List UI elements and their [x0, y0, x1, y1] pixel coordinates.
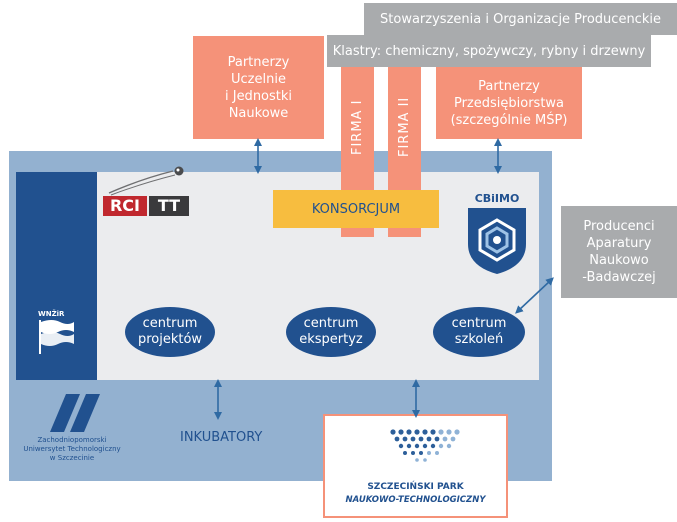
- center-training: centrum szkoleń: [433, 307, 525, 357]
- incubators-label: INKUBATORY: [180, 430, 263, 445]
- wnzir-strip: WNŽiR: [16, 172, 97, 380]
- dots-pattern-icon: [390, 429, 460, 462]
- producers-box: Producenci Aparatury Naukowo -Badawczej: [561, 206, 677, 298]
- clusters-label: Klastry: chemiczny, spożywczy, rybny i d…: [332, 43, 646, 59]
- enterprises-line-2: Przedsiębiorstwa: [453, 95, 565, 111]
- science-park-box: SZCZECIŃSKI PARK NAUKOWO-TECHNOLOGICZNY: [323, 414, 508, 518]
- center-projects-line-2: projektów: [137, 332, 203, 347]
- wnzir-flag-icon: [39, 320, 74, 354]
- arrow-producers: [515, 277, 554, 314]
- center-expertise-line-1: centrum: [303, 316, 359, 331]
- producers-line-4: -Badawczej: [582, 270, 656, 285]
- universities-line-3: i Jednostki: [224, 88, 293, 104]
- swoosh-icon: [108, 166, 184, 196]
- tt-text: TT: [149, 196, 189, 216]
- cbimo-label: CBiIMO: [474, 192, 520, 205]
- cbimo-logo: CBiIMO: [460, 192, 534, 278]
- center-projects: centrum projektów: [125, 307, 215, 357]
- center-expertise: centrum ekspertyz: [286, 307, 376, 357]
- center-training-line-2: szkoleń: [454, 332, 504, 347]
- center-training-line-1: centrum: [451, 316, 507, 331]
- rci-left-label: RCI: [109, 196, 140, 215]
- rci-text: RCI: [103, 196, 147, 216]
- center-expertise-line-2: ekspertyz: [299, 332, 363, 347]
- partners-universities-box: Partnerzy Uczelnie i Jednostki Naukowe: [193, 36, 324, 139]
- producers-line-3: Naukowo: [589, 253, 649, 268]
- producers-line-1: Producenci: [583, 219, 655, 234]
- zut-logo: Zachodniopomorski Uniwersytet Technologi…: [12, 392, 132, 470]
- zut-line-2: Uniwersytet Technologiczny: [23, 445, 121, 453]
- associations-label: Stowarzyszenia i Organizacje Producencki…: [380, 11, 661, 27]
- center-projects-line-1: centrum: [142, 316, 198, 331]
- consortium-bar: KONSORCJUM: [273, 190, 439, 228]
- molecule-shield-icon: [468, 208, 526, 274]
- zut-mark-icon: [50, 394, 100, 432]
- zut-line-1: Zachodniopomorski: [37, 436, 107, 444]
- zut-text: Zachodniopomorski Uniwersytet Technologi…: [12, 436, 132, 463]
- rci-right-label: TT: [157, 196, 181, 215]
- enterprises-line-1: Partnerzy: [478, 78, 540, 94]
- universities-line-2: Uczelnie: [231, 71, 286, 87]
- park-line-2: NAUKOWO-TECHNOLOGICZNY: [345, 495, 486, 505]
- zut-line-3: w Szczecinie: [49, 454, 95, 462]
- universities-line-1: Partnerzy: [227, 54, 290, 70]
- rci-tt-logo: RCI TT: [101, 165, 191, 217]
- producers-line-2: Aparatury: [586, 236, 652, 251]
- wnzir-label: WNŽiR: [38, 310, 65, 318]
- consortium-label: KONSORCJUM: [311, 201, 401, 217]
- park-line-1: SZCZECIŃSKI PARK: [367, 482, 464, 492]
- associations-bar: Stowarzyszenia i Organizacje Producencki…: [364, 3, 677, 35]
- clusters-bar: Klastry: chemiczny, spożywczy, rybny i d…: [327, 35, 651, 67]
- partners-enterprises-box: Partnerzy Przedsiębiorstwa (szczególnie …: [436, 67, 582, 139]
- enterprises-line-3: (szczególnie MŚP): [450, 112, 568, 128]
- universities-line-4: Naukowe: [228, 105, 289, 121]
